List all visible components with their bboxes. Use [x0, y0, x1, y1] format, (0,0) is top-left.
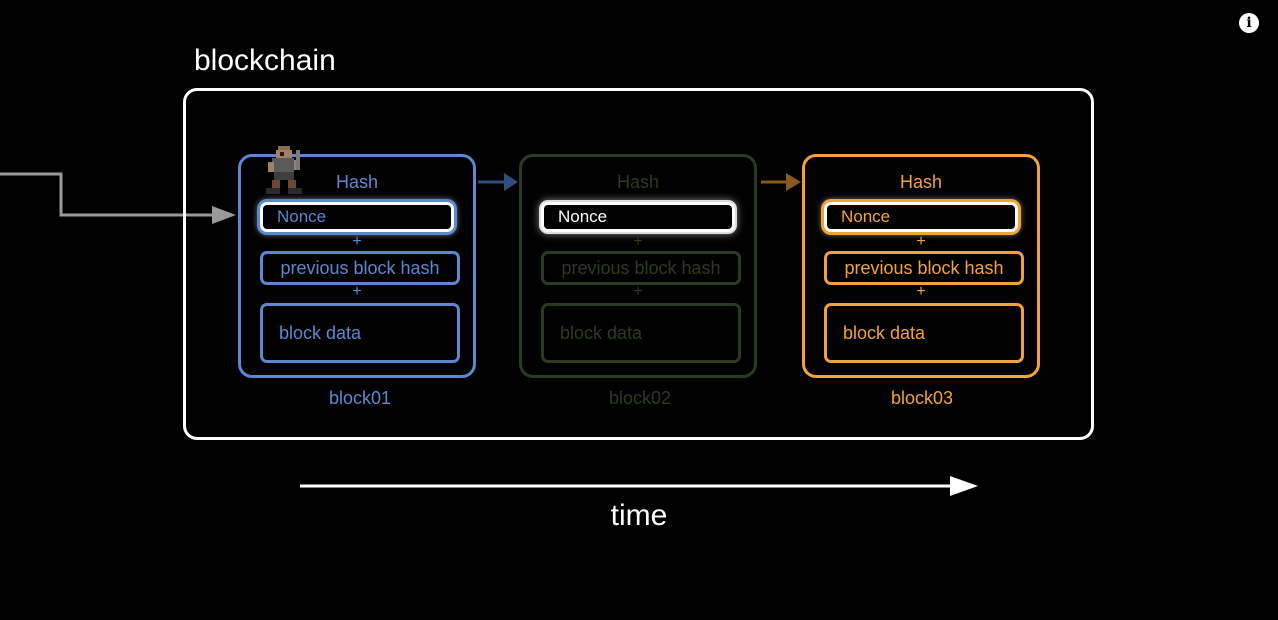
block-01[interactable]: Hash Nonce + previous block hash + block…	[238, 154, 476, 378]
plus-sign: +	[352, 233, 362, 250]
plus-sign: +	[916, 283, 926, 300]
info-icon[interactable]: i	[1239, 13, 1259, 33]
link-arrow-1-head	[504, 173, 518, 191]
plus-sign: +	[633, 233, 643, 250]
blockchain-title: blockchain	[194, 44, 336, 77]
block-label-03: block03	[890, 388, 954, 408]
previous-block-hash-field: previous block hash	[541, 251, 741, 285]
entry-arrow-head	[212, 206, 236, 224]
link-arrow-2-head	[786, 173, 801, 191]
plus-sign: +	[352, 283, 362, 300]
blockchain-frame	[183, 88, 1094, 440]
nonce-field[interactable]: Nonce	[260, 202, 454, 232]
block-hash-label: Hash	[899, 172, 943, 192]
plus-sign: +	[633, 283, 643, 300]
block-label-01: block01	[328, 388, 392, 408]
previous-block-hash-field: previous block hash	[260, 251, 460, 285]
entry-arrow-line	[0, 172, 214, 217]
block-hash-label: Hash	[616, 172, 660, 192]
block-data-field: block data	[260, 303, 460, 363]
miner-character-icon	[266, 146, 302, 194]
plus-sign: +	[916, 233, 926, 250]
time-label: time	[610, 499, 668, 532]
block-label-02: block02	[608, 388, 672, 408]
nonce-field[interactable]: Nonce	[824, 202, 1018, 232]
block-data-field: block data	[541, 303, 741, 363]
time-arrow-head	[950, 476, 978, 496]
previous-block-hash-field: previous block hash	[824, 251, 1024, 285]
block-hash-label: Hash	[335, 172, 379, 192]
block-02[interactable]: Hash Nonce + previous block hash + block…	[519, 154, 757, 378]
block-data-field: block data	[824, 303, 1024, 363]
nonce-field[interactable]: Nonce	[541, 202, 735, 232]
block-03[interactable]: Hash Nonce + previous block hash + block…	[802, 154, 1040, 378]
